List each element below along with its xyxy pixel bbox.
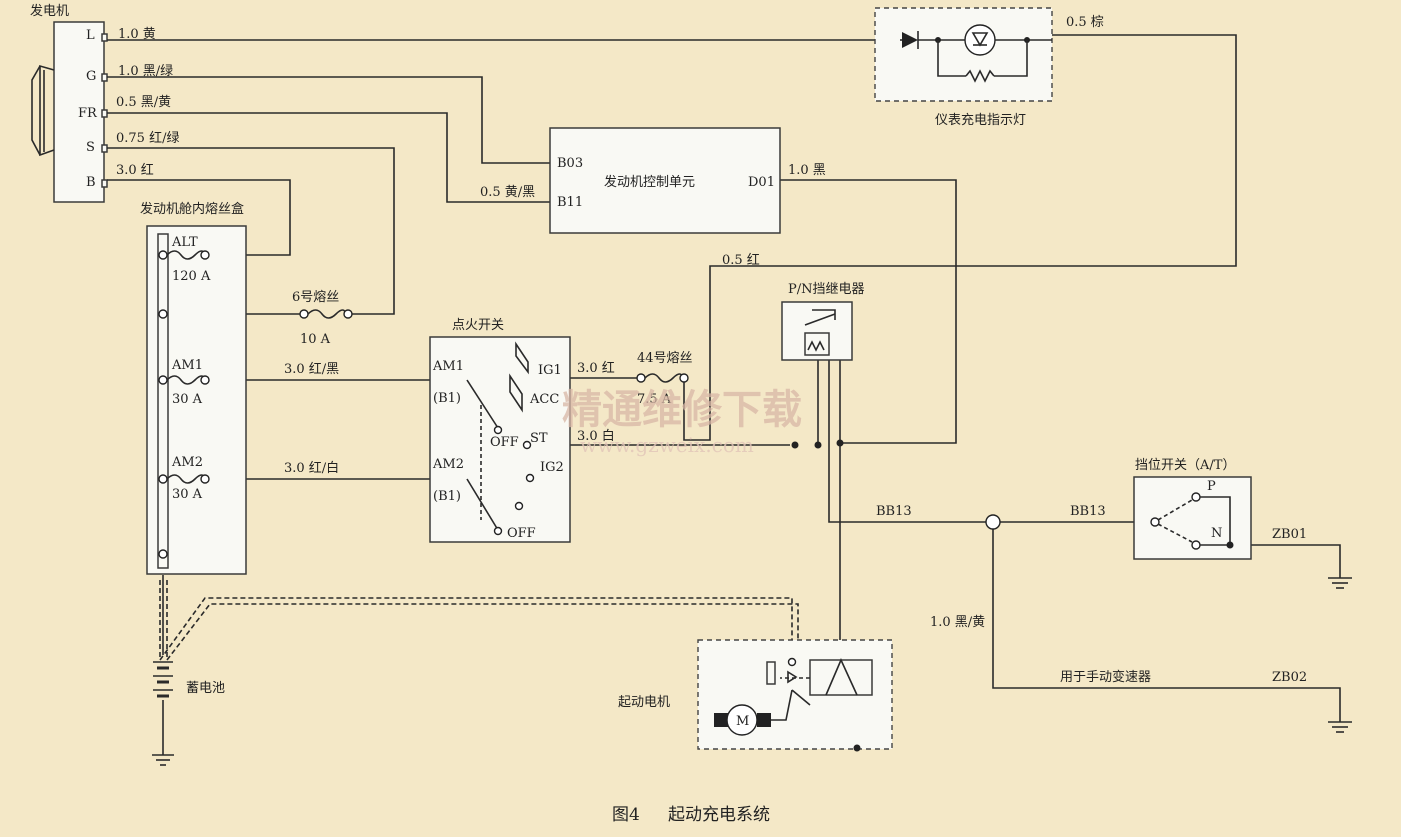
motor-m: M [736, 714, 749, 729]
ground-battery-icon [152, 754, 174, 766]
fuse44-label: 44号熔丝 [637, 351, 693, 366]
ign-ig1: IG1 [538, 363, 562, 378]
ign-acc: ACC [529, 392, 559, 407]
engine-control-unit: 发动机控制单元 B03 B11 D01 [549, 127, 781, 234]
wire-st-label: 3.0 白 [577, 428, 615, 444]
relay-coil-icon [807, 340, 825, 352]
gen-pin-s: S [86, 140, 95, 155]
wire-lamp-label: 0.5 棕 [1066, 15, 1104, 30]
wire-b-label: 3.0 红 [116, 162, 154, 178]
lamp-title: 仪表充电指示灯 [935, 112, 1026, 128]
battery-label: 蓄电池 [186, 681, 225, 696]
fuse-44: 44号熔丝 7.5 A [636, 351, 693, 407]
wire-am2-label: 3.0 红/白 [284, 460, 339, 476]
ign-am2: AM2 [432, 457, 464, 472]
ign-ig2: IG2 [540, 460, 564, 475]
fuse6-rating: 10 A [300, 332, 331, 347]
wire-b11-label: 0.5 黄/黑 [480, 185, 535, 200]
lamp-frame [874, 7, 1053, 102]
gear-position-switch: 挡位开关（A/T） P N [1133, 458, 1252, 560]
ign-b1-b: (B1) [433, 489, 461, 504]
ignition-title: 点火开关 [452, 318, 504, 333]
gen-pin-fr: FR [78, 106, 98, 121]
wire-bb13-left-label: BB13 [876, 504, 912, 519]
led-lamp-icon [964, 24, 996, 56]
wire-ig1-label: 3.0 红 [577, 360, 615, 376]
fuse44-rating: 7.5 A [637, 392, 672, 407]
gen-pin-g: G [86, 69, 96, 84]
starter-motor: 起动电机 M [618, 639, 893, 752]
ground-zb02-icon [1328, 721, 1352, 733]
figure-number: 图4 [612, 805, 640, 825]
resistor-icon [965, 69, 995, 83]
charge-indicator-lamp: 仪表充电指示灯 [874, 7, 1053, 128]
wire-zb02-label: ZB02 [1272, 670, 1307, 685]
ignition-body [429, 336, 571, 543]
pn-relay: P/N挡继电器 [781, 282, 865, 361]
ecu-pin-d01: D01 [748, 175, 775, 190]
watermark-text: 精通维修下载 [562, 386, 802, 433]
wire-fr-label: 0.5 黑/黄 [116, 95, 171, 110]
ecu-pin-b03: B03 [557, 156, 583, 171]
ecu-body [549, 127, 781, 234]
fuse-am2-rating: 30 A [172, 487, 203, 502]
generator: 发电机 L G FR S B [30, 3, 108, 203]
wire-l-label: 1.0 黄 [118, 27, 156, 42]
ign-b1-a: (B1) [433, 391, 461, 406]
ign-st: ST [530, 431, 548, 446]
ignition-switch: 点火开关 AM1 (B1) IG1 ACC OFF ST AM2 (B1) IG… [429, 318, 571, 543]
manual-transmission-note: 用于手动变速器 [1060, 669, 1151, 685]
wire-zb01-label: ZB01 [1272, 527, 1307, 542]
gear-switch-title: 挡位开关（A/T） [1135, 458, 1235, 473]
wire-ground-label: 1.0 黑/黄 [930, 615, 985, 630]
gen-pin-l: L [86, 28, 95, 43]
fusebox-title: 发动机舱内熔丝盒 [140, 201, 244, 217]
wire-s-label: 0.75 红/绿 [116, 130, 179, 146]
ecu-title: 发动机控制单元 [604, 174, 695, 190]
wire-bb13-right-label: BB13 [1070, 504, 1106, 519]
wire-am1-label: 3.0 红/黑 [284, 361, 339, 377]
wire-d01-label: 1.0 黑 [788, 163, 826, 178]
fuse-am2-label: AM2 [171, 455, 203, 470]
gear-p: P [1207, 479, 1216, 494]
battery: 蓄电池 [153, 661, 225, 698]
figure-title: 起动充电系统 [668, 805, 770, 825]
ign-am1: AM1 [432, 359, 464, 374]
splice-bb13-icon [985, 514, 1001, 530]
gear-n: N [1211, 526, 1222, 541]
ign-off-2: OFF [507, 526, 536, 541]
fuse-am1-label: AM1 [171, 358, 203, 373]
fuse-am1-rating: 30 A [172, 392, 203, 407]
ecu-pin-b11: B11 [557, 195, 583, 210]
generator-title: 发电机 [30, 3, 69, 19]
fuse-alt-label: ALT [171, 235, 198, 250]
gen-pin-b: B [86, 175, 96, 190]
fuse6-label: 6号熔丝 [292, 290, 339, 305]
pn-relay-title: P/N挡继电器 [788, 282, 865, 297]
watermark-url: www.gzweix.com [580, 433, 754, 457]
wire-g-label: 1.0 黑/绿 [118, 64, 173, 79]
generator-pulley-icon [31, 64, 55, 157]
ground-zb01-icon [1328, 577, 1352, 589]
engine-fusebox: 发动机舱内熔丝盒 ALT 120 A AM1 30 A AM2 30 A [140, 201, 247, 575]
fuse-alt-rating: 120 A [172, 269, 211, 284]
generator-body [53, 21, 105, 203]
wire-ign-feed-label: 0.5 红 [722, 252, 760, 268]
starter-label: 起动电机 [618, 695, 670, 710]
fuse-6: 6号熔丝 10 A [292, 290, 353, 347]
ign-off-1: OFF [490, 435, 519, 450]
